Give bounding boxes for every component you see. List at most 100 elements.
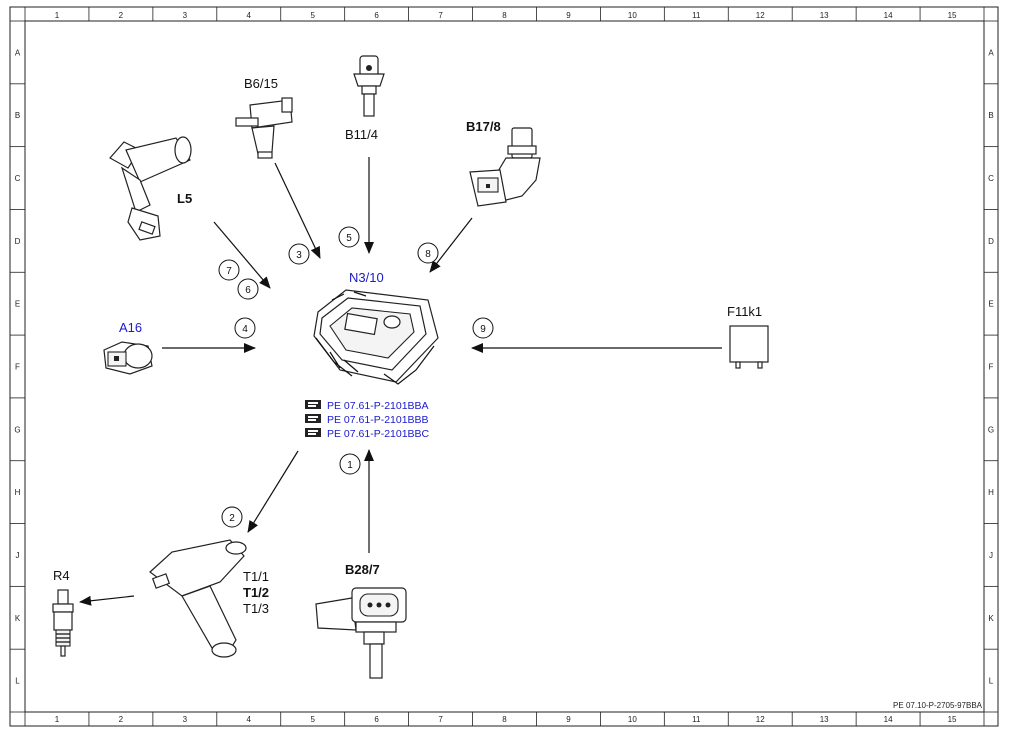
grid-row-label-right: E	[988, 300, 993, 309]
arrow-t1	[247, 450, 299, 533]
inner-frame	[24, 20, 985, 713]
label-a16: A16	[119, 320, 142, 335]
label-b17-8: B17/8	[466, 119, 501, 134]
crankshaft-sensor-l5	[109, 136, 192, 241]
label-n3-10: N3/10	[349, 270, 384, 285]
grid-column-label-top: 1	[55, 11, 60, 20]
callout-6: 6	[237, 278, 259, 300]
hand-pointer-icon	[305, 400, 321, 409]
grid-column-label-bottom: 15	[948, 715, 957, 724]
grid-row-label-right: G	[988, 425, 994, 434]
callout-5: 5	[338, 226, 360, 248]
engine-control-unit-n3-10	[313, 289, 439, 385]
grid-column-label-bottom: 7	[438, 715, 443, 724]
grid-row-label-right: C	[988, 174, 994, 183]
grid-column-label-top: 10	[628, 11, 637, 20]
label-t1-1: T1/1	[243, 569, 269, 584]
grid-column-label-bottom: 9	[566, 715, 571, 724]
spark-plug-r4	[52, 589, 74, 657]
callout-2: 2	[221, 506, 243, 528]
grid-row-label-left: F	[15, 363, 20, 372]
grid-row-label-right: A	[988, 48, 994, 57]
label-l5: L5	[177, 191, 192, 206]
grid-row-label-right: F	[989, 363, 994, 372]
arrow-r4	[79, 595, 135, 606]
grid-column-label-bottom: 11	[692, 715, 701, 724]
svg-text:7: 7	[226, 266, 232, 277]
grid-column-label-bottom: 14	[884, 715, 893, 724]
label-r4: R4	[53, 568, 70, 583]
hand-pointer-icon	[305, 428, 321, 437]
svg-text:PE 07.61-P-2101BBA: PE 07.61-P-2101BBA	[327, 400, 429, 412]
grid-row-label-left: G	[14, 425, 20, 434]
label-b11-4: B11/4	[345, 127, 378, 142]
grid-row-label-left: K	[15, 614, 21, 623]
reference-1[interactable]: PE 07.61-P-2101BBA	[305, 400, 429, 412]
callout-3: 3	[288, 243, 310, 265]
svg-text:PE 07.61-P-2101BBC: PE 07.61-P-2101BBC	[327, 428, 430, 440]
callout-8: 8	[417, 242, 439, 264]
hand-pointer-icon	[305, 414, 321, 423]
outer-frame	[9, 6, 999, 727]
svg-text:1: 1	[347, 460, 353, 471]
grid-column-label-top: 9	[566, 11, 571, 20]
grid-column-label-bottom: 13	[820, 715, 829, 724]
pressure-sensor-b28-7	[315, 587, 407, 679]
grid-row-label-left: J	[16, 551, 20, 560]
label-b28-7: B28/7	[345, 562, 380, 577]
grid-column-label-bottom: 2	[119, 715, 124, 724]
grid-column-label-top: 11	[692, 11, 701, 20]
grid-column-label-bottom: 5	[310, 715, 315, 724]
callout-7: 7	[218, 259, 240, 281]
svg-text:9: 9	[480, 324, 486, 335]
grid-column-label-bottom: 12	[756, 715, 765, 724]
grid-column-label-top: 13	[820, 11, 829, 20]
grid-column-label-top: 14	[884, 11, 893, 20]
grid-column-label-top: 15	[948, 11, 957, 20]
label-b6-15: B6/15	[244, 76, 278, 91]
grid-column-label-bottom: 6	[374, 715, 379, 724]
reference-3[interactable]: PE 07.61-P-2101BBC	[305, 428, 430, 440]
temperature-sensor-b11-4	[353, 55, 385, 117]
label-t1-3: T1/3	[243, 601, 269, 616]
grid-row-label-left: D	[15, 237, 21, 246]
svg-text:5: 5	[346, 233, 352, 244]
label-f11k1: F11k1	[727, 304, 762, 319]
arrow-l5	[213, 221, 271, 289]
grid-column-label-top: 2	[119, 11, 124, 20]
reference-2[interactable]: PE 07.61-P-2101BBB	[305, 414, 429, 426]
svg-text:2: 2	[229, 513, 235, 524]
callout-1: 1	[339, 453, 361, 475]
svg-text:8: 8	[425, 249, 431, 260]
svg-text:PE 07.61-P-2101BBB: PE 07.61-P-2101BBB	[327, 414, 429, 426]
knock-sensor-a16	[103, 341, 153, 375]
grid-row-label-left: B	[15, 111, 20, 120]
grid-column-label-top: 3	[183, 11, 188, 20]
grid-row-label-left: A	[15, 48, 21, 57]
ignition-coil-t1	[149, 539, 247, 658]
grid-row-label-left: H	[15, 488, 21, 497]
grid-row-label-right: K	[988, 614, 994, 623]
grid-row-label-right: J	[989, 551, 993, 560]
grid-column-label-top: 7	[438, 11, 443, 20]
grid-column-label-top: 6	[374, 11, 379, 20]
callout-9: 9	[472, 317, 494, 339]
grid-ticks	[10, 7, 998, 726]
grid-column-label-top: 4	[247, 11, 252, 20]
grid-column-label-top: 5	[310, 11, 315, 20]
relay-f11k1	[729, 325, 769, 369]
grid-row-label-right: D	[988, 237, 994, 246]
arrow-b6-15	[274, 162, 321, 259]
svg-text:3: 3	[296, 250, 302, 261]
label-t1-2: T1/2	[243, 585, 269, 600]
grid-row-label-right: H	[988, 488, 994, 497]
svg-text:4: 4	[242, 324, 248, 335]
svg-text:6: 6	[245, 285, 251, 296]
grid-column-label-bottom: 10	[628, 715, 637, 724]
grid-column-label-bottom: 8	[502, 715, 507, 724]
grid-column-label-top: 8	[502, 11, 507, 20]
grid-row-label-right: L	[989, 677, 994, 686]
grid-column-label-bottom: 3	[183, 715, 188, 724]
grid-column-label-top: 12	[756, 11, 765, 20]
